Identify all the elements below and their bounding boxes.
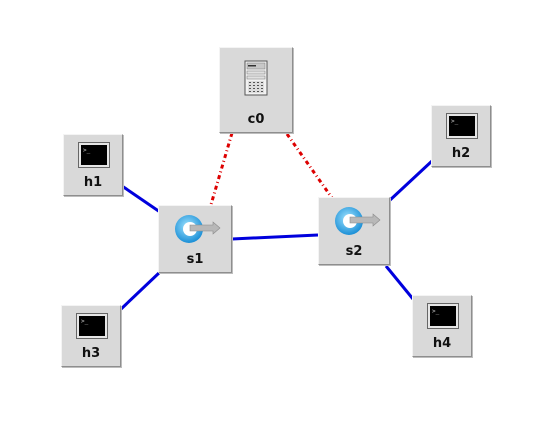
openflow-switch-icon [333,205,381,241]
data-link-s1-s2[interactable] [231,233,319,241]
openflow-switch-icon [173,213,221,249]
node-label: h1 [83,175,103,190]
svg-text:>_: >_ [432,308,440,315]
host-h2[interactable]: >_ h2 [431,105,491,167]
terminal-icon: >_ [78,142,110,172]
data-link-h4-s2[interactable] [384,265,415,300]
data-link-h3-s1[interactable] [118,270,162,312]
node-label: s2 [345,244,363,259]
svg-text:>_: >_ [83,147,91,154]
data-link-h2-s2[interactable] [387,159,434,203]
terminal-icon: >_ [427,303,459,333]
control-link-c0-s1[interactable] [208,132,234,209]
switch-s1[interactable]: s1 [158,205,232,273]
node-label: h3 [81,346,101,361]
controller-c0[interactable]: c0 [219,47,293,133]
svg-text:>_: >_ [81,318,89,325]
terminal-icon: >_ [446,113,478,143]
node-label: h2 [451,146,471,161]
node-label: s1 [186,252,204,267]
host-h1[interactable]: >_ h1 [63,134,123,196]
node-label: c0 [247,112,265,127]
host-h4[interactable]: >_ h4 [412,295,472,357]
terminal-icon: >_ [76,313,108,343]
switch-s2[interactable]: s2 [318,197,390,265]
data-link-h1-s1[interactable] [121,184,161,214]
svg-text:>_: >_ [451,118,459,125]
control-link-c0-s2[interactable] [285,133,334,199]
server-icon [244,60,268,100]
host-h3[interactable]: >_ h3 [61,305,121,367]
node-label: h4 [432,336,452,351]
